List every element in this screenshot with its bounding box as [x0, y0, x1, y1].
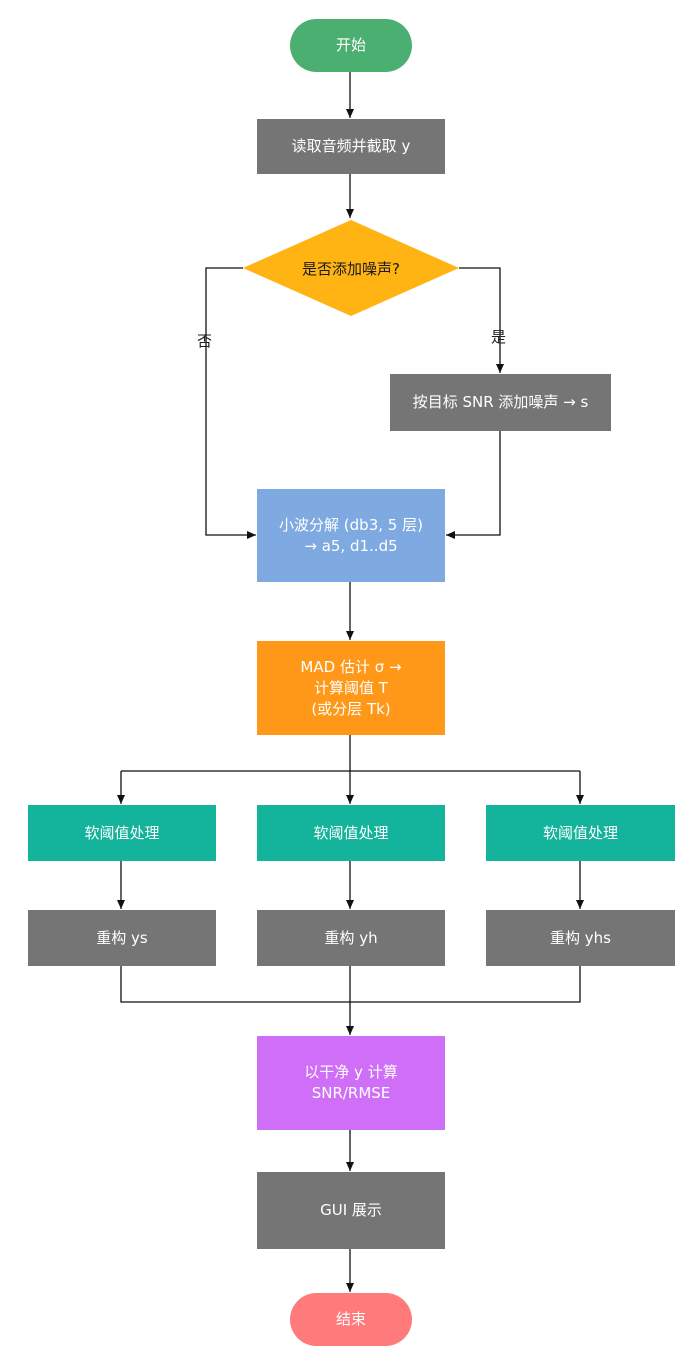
soft-threshold-label-3: 软阈值处理 [542, 823, 618, 842]
reconstruct-yhs-label: 重构 yhs [550, 928, 611, 947]
decision-diamond [243, 220, 459, 316]
decision-label: 是否添加噪声? [302, 259, 400, 278]
metrics-line-1: 以干净 y 计算 [304, 1063, 398, 1081]
soft-threshold-node-1: 软阈值处理 [28, 805, 216, 861]
soft-threshold-label-1: 软阈值处理 [84, 823, 160, 842]
decompose-line-2: → a5, d1..d5 [304, 536, 398, 555]
reconstruct-yh-node: 重构 yh [257, 910, 445, 966]
threshold-line-1: MAD 估计 σ → [300, 657, 402, 676]
soft-threshold-label-2: 软阈值处理 [313, 823, 389, 842]
metrics-node: 以干净 y 计算 SNR/RMSE [257, 1036, 445, 1130]
metrics-line-2: SNR/RMSE [311, 1084, 391, 1102]
reconstruct-yhs-node: 重构 yhs [486, 910, 675, 966]
add-noise-node: 按目标 SNR 添加噪声 → s [390, 374, 611, 431]
threshold-line-2: 计算阈值 T [314, 678, 388, 697]
read-audio-label: 读取音频并截取 y [291, 137, 411, 155]
reconstruct-ys-node: 重构 ys [28, 910, 216, 966]
reconstruct-ys-label: 重构 ys [96, 928, 148, 947]
edge-label-yes: 是 [491, 328, 507, 346]
wavelet-decompose-node: 小波分解 (db3, 5 层) → a5, d1..d5 [257, 489, 445, 582]
start-label: 开始 [335, 36, 366, 54]
threshold-node: MAD 估计 σ → 计算阈值 T (或分层 Tk) [257, 641, 445, 735]
read-audio-node: 读取音频并截取 y [257, 119, 445, 174]
end-label: 结束 [335, 1310, 366, 1328]
soft-threshold-node-3: 软阈值处理 [486, 805, 675, 861]
threshold-line-3: (或分层 Tk) [311, 699, 391, 718]
gui-display-label: GUI 展示 [320, 1201, 382, 1219]
edge-decision-no [205, 267, 256, 539]
edge-addnoise-decompose [446, 431, 501, 539]
decompose-line-1: 小波分解 (db3, 5 层) [279, 515, 423, 534]
edge-label-no: 否 [197, 332, 213, 350]
end-node: 结束 [290, 1293, 412, 1346]
gui-display-node: GUI 展示 [257, 1172, 445, 1249]
add-noise-label: 按目标 SNR 添加噪声 → s [412, 393, 589, 411]
soft-threshold-node-2: 软阈值处理 [257, 805, 445, 861]
start-node: 开始 [290, 19, 412, 72]
reconstruct-yh-label: 重构 yh [324, 928, 378, 947]
edge-decision-yes [459, 267, 504, 373]
